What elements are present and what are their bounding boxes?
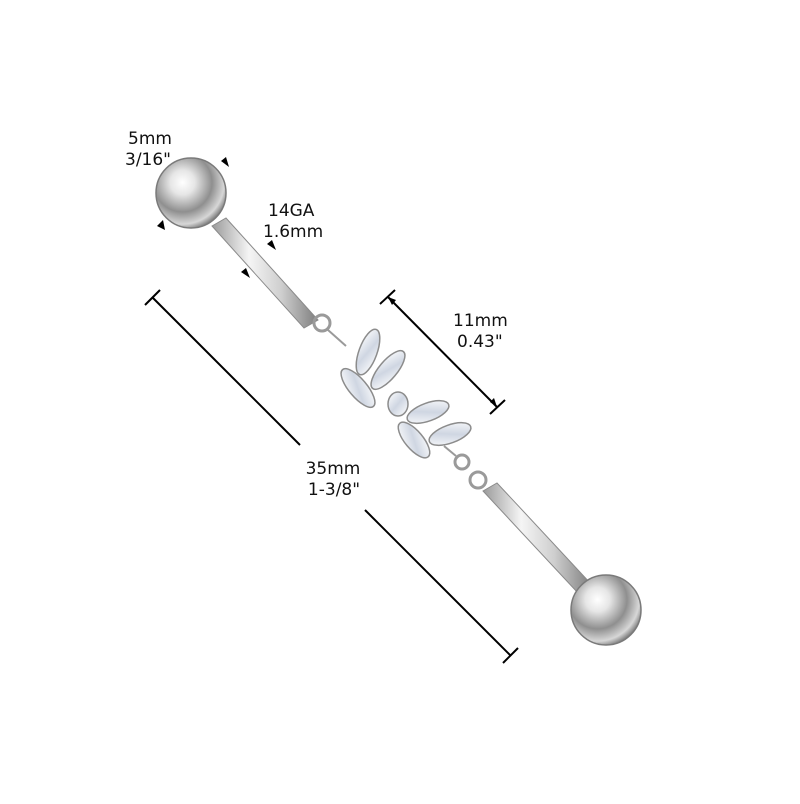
gem-7 (428, 421, 472, 447)
upper-ball (155, 157, 227, 229)
upper-connector (312, 313, 347, 347)
bar-length-in: 1-3/8" (307, 480, 361, 500)
ball-size-in: 3/16" (125, 150, 171, 170)
gauge-ga: 14GA (268, 201, 315, 221)
lower-ball (570, 574, 642, 646)
lower-connector (443, 445, 488, 490)
gauge-dimension-ticks (241, 240, 276, 278)
gem-3 (340, 367, 376, 409)
upper-bar (211, 217, 319, 329)
charm-length-in: 0.43" (457, 332, 503, 352)
ball-size-mm: 5mm (128, 129, 172, 149)
charm-length-mm: 11mm (453, 311, 508, 331)
bar-length-mm: 35mm (305, 459, 361, 479)
gem-1 (355, 328, 381, 376)
leaf-charm (340, 328, 472, 459)
charm-dimension-line (379, 289, 506, 415)
gauge-mm: 1.6mm (263, 222, 324, 242)
gem-6 (397, 421, 431, 459)
lower-bar (482, 482, 593, 594)
gem-5 (406, 399, 450, 425)
gem-2 (370, 349, 406, 391)
gem-4 (387, 391, 409, 417)
ball-dimension-ticks (157, 157, 229, 230)
bar-dimension-line (144, 289, 519, 664)
